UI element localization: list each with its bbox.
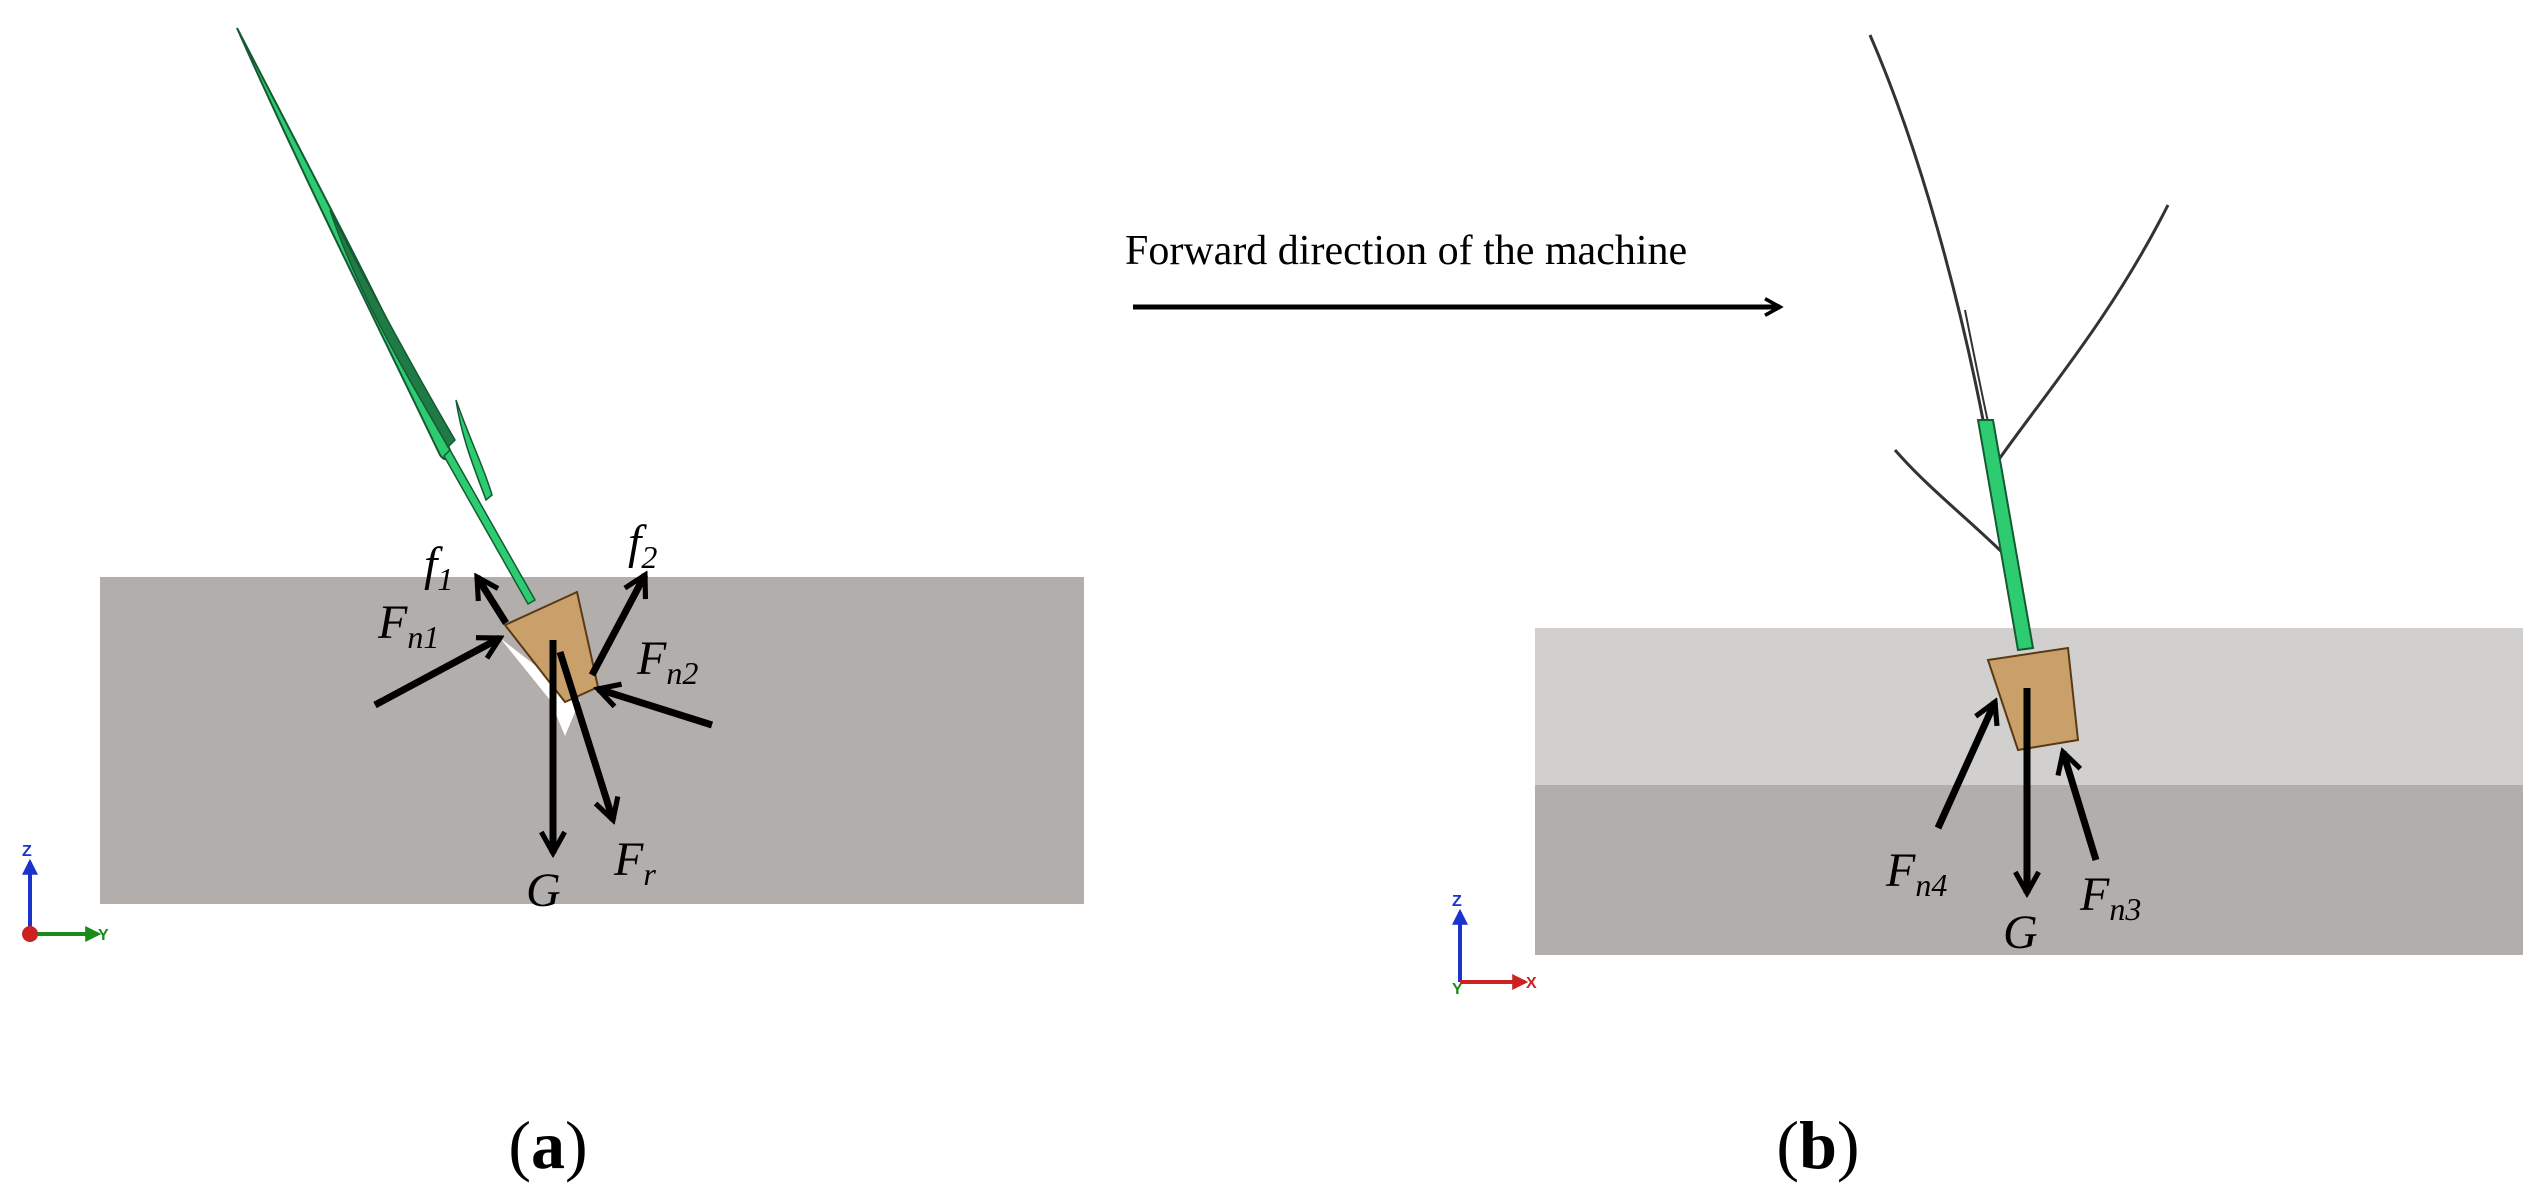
caption-b: (b) [1776, 1107, 1859, 1183]
panel-a: f1 f2 Fn1 Fn2 G Fr Z Y (a) [22, 27, 1084, 1183]
label-fn4: Fn4 [1885, 844, 1947, 903]
soil-block-a [100, 577, 1084, 904]
caption-a: (a) [508, 1107, 587, 1183]
panel-b: Forward direction of the machine Fn4 G F… [1125, 34, 2523, 1183]
label-fn3: Fn3 [2079, 868, 2141, 927]
axis-z-label-a: Z [22, 843, 32, 860]
direction-label: Forward direction of the machine [1125, 228, 1687, 274]
label-f1: f1 [424, 538, 453, 597]
label-fr: Fr [613, 833, 656, 892]
seedling-b [1868, 34, 2170, 652]
arrow-fn3 [2063, 752, 2100, 862]
arrow-f2 [588, 575, 649, 677]
plug-hole-a [500, 638, 580, 736]
axis-y-label-a: Y [98, 927, 109, 944]
arrow-fn4 [1934, 702, 1995, 830]
axis-y-label-b: Y [1452, 981, 1463, 998]
label-g-a: G [526, 864, 561, 917]
label-f2: f2 [628, 516, 657, 575]
axis-triad-a: Z Y [22, 843, 109, 944]
arrow-fn1 [373, 634, 500, 709]
label-g-b: G [2003, 906, 2038, 959]
axis-x-label-b: X [1526, 975, 1537, 992]
arrow-fn2 [598, 689, 714, 729]
axis-z-label-b: Z [1452, 893, 1462, 910]
seedling-a [236, 27, 537, 606]
arrow-fr [556, 650, 613, 820]
label-fn1: Fn1 [377, 596, 439, 655]
seedling-plug-b [1986, 646, 2080, 752]
arrow-f1 [474, 577, 509, 625]
label-fn2: Fn2 [636, 632, 698, 691]
axis-triad-b: Z X Y [1452, 893, 1537, 998]
